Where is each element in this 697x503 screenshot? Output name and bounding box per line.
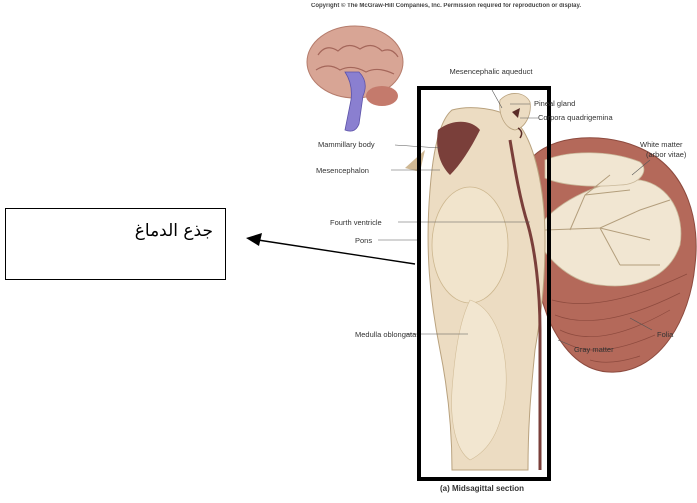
label-white-matter: White matter xyxy=(640,140,683,149)
label-corpora-quadrigemina: Corpora quadrigemina xyxy=(538,113,613,122)
figure-caption: (a) Midsagittal section xyxy=(440,484,524,493)
thumbnail-brain-icon xyxy=(307,26,403,131)
callout-arrow xyxy=(246,233,415,264)
callout-label: جذع الدماغ xyxy=(135,221,213,241)
label-mesencephalon: Mesencephalon xyxy=(316,166,369,175)
label-fourth-ventricle: Fourth ventricle xyxy=(330,218,382,227)
label-folia: Folia xyxy=(657,330,673,339)
label-pineal-gland: Pineal gland xyxy=(534,99,575,108)
label-arbor-vitae: (arbor vitae) xyxy=(646,150,686,159)
brainstem xyxy=(405,93,545,470)
label-mammillary-body: Mammillary body xyxy=(318,140,375,149)
label-medulla-oblongata: Medulla oblongata xyxy=(355,330,416,339)
copyright-notice: Copyright © The McGraw-Hill Companies, I… xyxy=(311,3,697,9)
label-mesencephalic-aqueduct: Mesencephalic aqueduct xyxy=(446,67,536,76)
callout-box: جذع الدماغ xyxy=(5,208,226,280)
label-gray-matter: Gray matter xyxy=(574,345,614,354)
label-pons: Pons xyxy=(355,236,372,245)
